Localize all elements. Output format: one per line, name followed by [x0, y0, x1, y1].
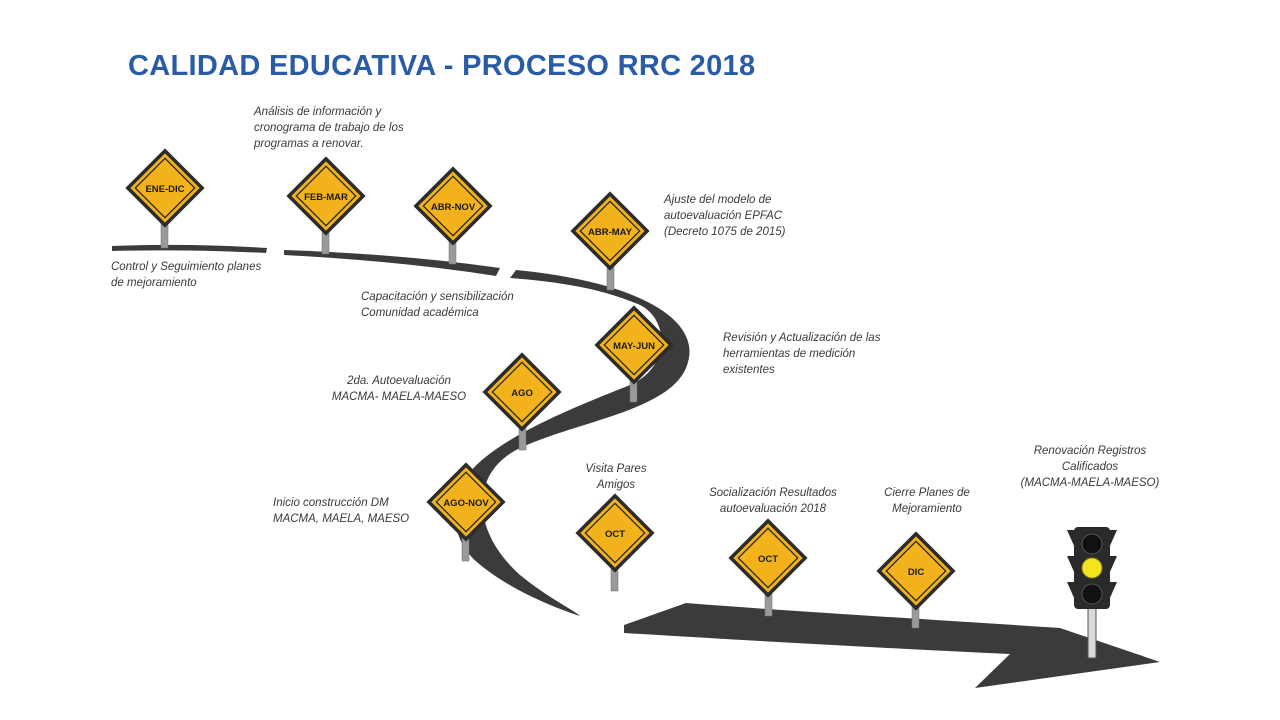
- sign-abr-may: ABR-MAY: [570, 191, 650, 271]
- note-socializacion: Socialización Resultados autoevaluación …: [709, 487, 837, 515]
- road-segment-2: [284, 250, 500, 276]
- sign-oct-1: OCT: [575, 493, 655, 573]
- sign-label: AGO: [511, 388, 533, 399]
- sign-label: OCT: [758, 554, 778, 565]
- road-segment-1: [112, 244, 267, 253]
- traffic-light-lamp-top: [1081, 533, 1103, 555]
- note-revision: Revisión y Actualización de las herramie…: [723, 332, 881, 376]
- traffic-light-lamp-middle: [1081, 557, 1103, 579]
- sign-feb-mar: FEB-MAR: [286, 156, 366, 236]
- diamond-road-sign-icon-face: [599, 310, 669, 380]
- note-renovacion: Renovación Registros Calificados (MACMA-…: [1020, 445, 1160, 489]
- note-visita-pares: Visita Pares Amigos: [585, 463, 647, 491]
- sign-label: FEB-MAR: [304, 192, 348, 203]
- note-control-seguimiento: Control y Seguimiento planes de mejorami…: [111, 261, 262, 289]
- sign-label: MAY-JUN: [613, 341, 655, 352]
- note-cierre-planes: Cierre Planes de Mejoramiento: [884, 487, 970, 515]
- note-2da-autoevaluacion: 2da. Autoevaluación MACMA- MAELA-MAESO: [331, 375, 467, 403]
- traffic-light-visor-right: [1109, 530, 1117, 600]
- sign-label: ABR-MAY: [588, 227, 633, 238]
- note-inicio-construccion: Inicio construcción DM MACMA, MAELA, MAE…: [273, 497, 410, 525]
- sign-label: OCT: [605, 529, 625, 540]
- road-segment-3: [455, 270, 690, 616]
- traffic-light-pole: [1087, 605, 1097, 659]
- traffic-light-icon: [1067, 527, 1117, 659]
- sign-label: ENE-DIC: [145, 184, 184, 195]
- diamond-road-sign-icon-face: [130, 153, 200, 223]
- road: [112, 244, 1160, 688]
- note-analisis: Análisis de información y cronograma de …: [254, 106, 404, 150]
- road-arrow: [624, 603, 1160, 688]
- page-title: CALIDAD EDUCATIVA - PROCESO RRC 2018: [128, 50, 756, 82]
- sign-ene-dic: ENE-DIC: [125, 148, 205, 228]
- diamond-road-sign-icon-face: [881, 536, 951, 606]
- sign-oct-2: OCT: [728, 518, 808, 598]
- sign-ago-nov: AGO-NOV: [426, 462, 506, 542]
- diamond-road-sign-icon-face: [580, 498, 650, 568]
- sign-posts: [160, 203, 920, 629]
- diamond-road-sign-icon-face: [733, 523, 803, 593]
- note-capacitacion: Capacitación y sensibilización Comunidad…: [361, 291, 514, 319]
- note-ajuste-modelo: Ajuste del modelo de autoevaluación EPFA…: [664, 194, 786, 238]
- sign-label: ABR-NOV: [431, 202, 476, 213]
- diamond-road-sign-icon-face: [575, 196, 645, 266]
- sign-label: AGO-NOV: [443, 498, 489, 509]
- traffic-light-lamp-bottom: [1081, 583, 1103, 605]
- traffic-light-visor-left: [1067, 530, 1075, 600]
- sign-dic: DIC: [876, 531, 956, 611]
- sign-abr-nov: ABR-NOV: [413, 166, 493, 246]
- sign-label: DIC: [908, 567, 925, 578]
